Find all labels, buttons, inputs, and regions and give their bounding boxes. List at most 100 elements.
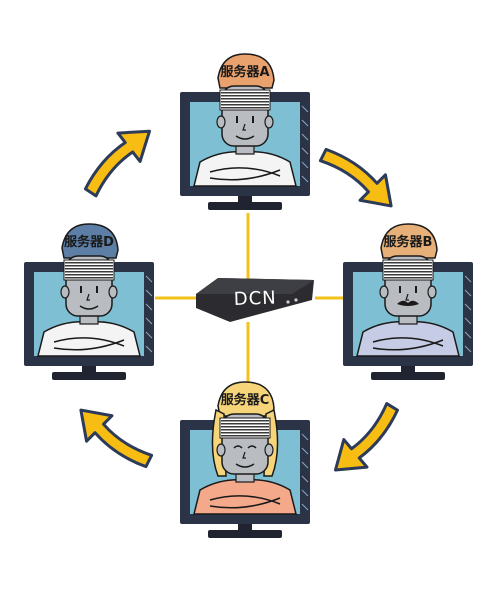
- barcode-line: [221, 420, 269, 422]
- barcode-line: [384, 271, 432, 273]
- server-a: 服务器A: [180, 53, 310, 210]
- rotation-arrows: [79, 129, 399, 472]
- person-figure: [193, 53, 297, 187]
- bezel-hatch: [145, 289, 153, 297]
- server-d: 服务器D: [24, 223, 154, 380]
- barcode-line: [65, 274, 113, 276]
- dcn-port-light: [286, 300, 290, 304]
- dcn-hub: DCN: [196, 278, 314, 322]
- barcode-line: [221, 95, 269, 97]
- bezel-hatch: [464, 345, 472, 353]
- ear: [216, 115, 226, 129]
- mouth: [79, 305, 99, 310]
- barcode-band: [219, 89, 271, 111]
- bezel-hatch: [301, 503, 309, 511]
- shirt: [193, 150, 297, 187]
- barcode-band: [219, 417, 271, 439]
- ear: [427, 285, 437, 299]
- nose: [242, 123, 246, 131]
- crossed-arms: [53, 337, 125, 351]
- hair: [61, 223, 119, 259]
- barcode-line: [221, 423, 269, 425]
- barcode-line: [221, 92, 269, 94]
- barcode-line: [221, 426, 269, 428]
- hair: [217, 53, 275, 89]
- bezel-hatch: [145, 331, 153, 339]
- hair: [380, 223, 438, 259]
- barcode-line: [384, 265, 432, 267]
- bezel-hatch: [301, 175, 309, 183]
- barcode-line: [384, 262, 432, 264]
- monitor-neck: [82, 366, 96, 374]
- barcode-line: [65, 271, 113, 273]
- crossed-arms: [209, 167, 281, 181]
- barcode-line: [65, 265, 113, 267]
- barcode-line: [384, 277, 432, 279]
- connection-links: [155, 213, 345, 420]
- bezel-hatch: [464, 317, 472, 325]
- ear: [379, 285, 389, 299]
- arrow-c-to-d: [79, 408, 154, 469]
- shirt: [193, 478, 297, 515]
- dcn-port-light: [294, 298, 298, 302]
- monitor-neck: [238, 524, 252, 532]
- barcode-line: [221, 101, 269, 103]
- ear: [264, 443, 274, 457]
- bezel-hatch: [301, 161, 309, 169]
- ear: [216, 443, 226, 457]
- server-c: 服务器C: [180, 381, 310, 538]
- barcode-line: [65, 262, 113, 264]
- monitor-neck: [238, 196, 252, 204]
- shirt: [356, 320, 460, 357]
- bezel-hatch: [145, 345, 153, 353]
- monitor-base: [371, 372, 445, 380]
- barcode-line: [221, 107, 269, 109]
- bezel-hatch: [145, 303, 153, 311]
- bezel-hatch: [464, 289, 472, 297]
- barcode-line: [384, 274, 432, 276]
- monitor-neck: [401, 366, 415, 374]
- bezel-hatch: [301, 147, 309, 155]
- dcn-label: DCN: [233, 288, 277, 310]
- arrow-b-to-c: [333, 402, 399, 472]
- bezel-hatch: [301, 433, 309, 441]
- closed-eyes: [233, 445, 257, 449]
- bezel-hatch: [145, 317, 153, 325]
- barcode-band: [382, 259, 434, 281]
- server-b: 服务器B: [343, 223, 473, 380]
- monitor-base: [208, 202, 282, 210]
- server-label: 服务器B: [384, 234, 433, 250]
- barcode-line: [65, 268, 113, 270]
- bezel-hatch: [464, 303, 472, 311]
- shirt: [37, 320, 141, 357]
- bezel-hatch: [301, 489, 309, 497]
- barcode-line: [221, 98, 269, 100]
- mouth: [235, 463, 255, 468]
- dcn-hub-top: [196, 278, 314, 294]
- long-hair: [211, 408, 279, 477]
- server-label: 服务器A: [220, 64, 269, 80]
- bezel-hatch: [301, 447, 309, 455]
- barcode-line: [221, 429, 269, 431]
- monitor-base: [208, 530, 282, 538]
- bezel-hatch: [301, 461, 309, 469]
- person-figure: [37, 223, 141, 357]
- person-figure: [193, 381, 297, 515]
- barcode-line: [221, 435, 269, 437]
- mustache: [397, 300, 419, 306]
- nose: [242, 451, 246, 459]
- barcode-line: [384, 268, 432, 270]
- crossed-arms: [209, 495, 281, 509]
- bezel-hatch: [145, 275, 153, 283]
- bezel-hatch: [301, 133, 309, 141]
- bezel-hatch: [301, 105, 309, 113]
- bezel-hatch: [464, 275, 472, 283]
- monitor-base: [52, 372, 126, 380]
- nose: [405, 293, 409, 301]
- ear: [264, 115, 274, 129]
- mouth: [235, 135, 255, 140]
- bezel-hatch: [464, 331, 472, 339]
- barcode-line: [221, 432, 269, 434]
- crossed-arms: [372, 337, 444, 351]
